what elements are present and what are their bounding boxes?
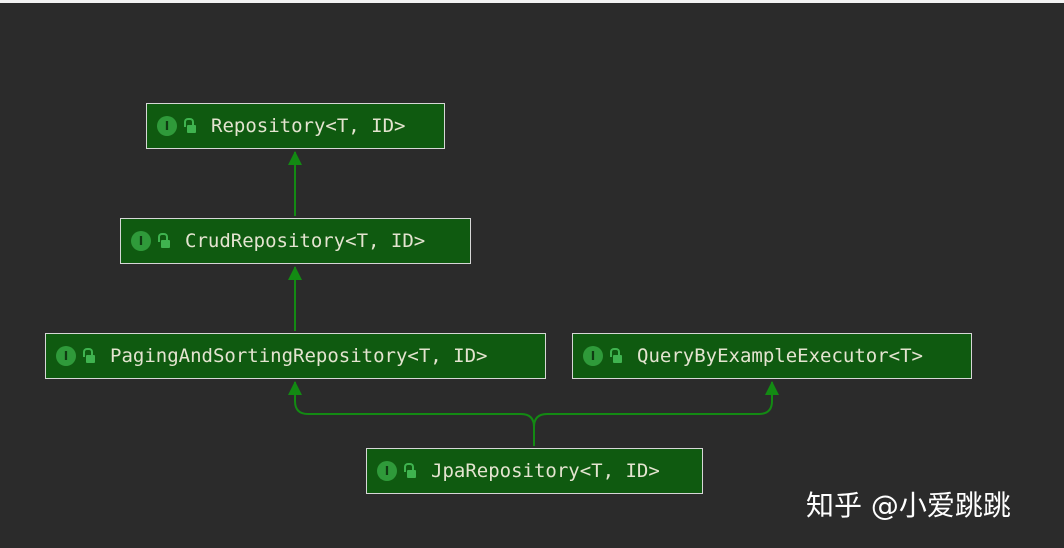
node-paging-and-sorting-repository[interactable]: I PagingAndSortingRepository<T, ID> [45, 333, 546, 379]
interface-icon: I [377, 461, 397, 481]
node-query-by-example-executor[interactable]: I QueryByExampleExecutor<T> [572, 333, 972, 379]
edge-jpa-to-query-by-example [533, 381, 779, 428]
unlocked-icon [183, 117, 197, 135]
node-label: CrudRepository<T, ID> [185, 230, 426, 252]
unlocked-icon [82, 347, 96, 365]
node-label: JpaRepository<T, ID> [431, 460, 660, 482]
node-repository[interactable]: I Repository<T, ID> [146, 103, 445, 149]
edge-jpa-to-paging [288, 381, 535, 446]
unlocked-icon [157, 232, 171, 250]
watermark: 知乎 @小爱跳跳 [806, 489, 1011, 522]
interface-icon: I [157, 116, 177, 136]
interface-icon: I [56, 346, 76, 366]
node-label: QueryByExampleExecutor<T> [637, 345, 923, 367]
node-label: Repository<T, ID> [211, 115, 406, 137]
unlocked-icon [609, 347, 623, 365]
interface-icon: I [583, 346, 603, 366]
unlocked-icon [403, 462, 417, 480]
top-edge-strip [0, 0, 1064, 3]
node-label: PagingAndSortingRepository<T, ID> [110, 345, 488, 367]
node-jpa-repository[interactable]: I JpaRepository<T, ID> [366, 448, 703, 494]
node-crud-repository[interactable]: I CrudRepository<T, ID> [120, 218, 471, 264]
interface-icon: I [131, 231, 151, 251]
